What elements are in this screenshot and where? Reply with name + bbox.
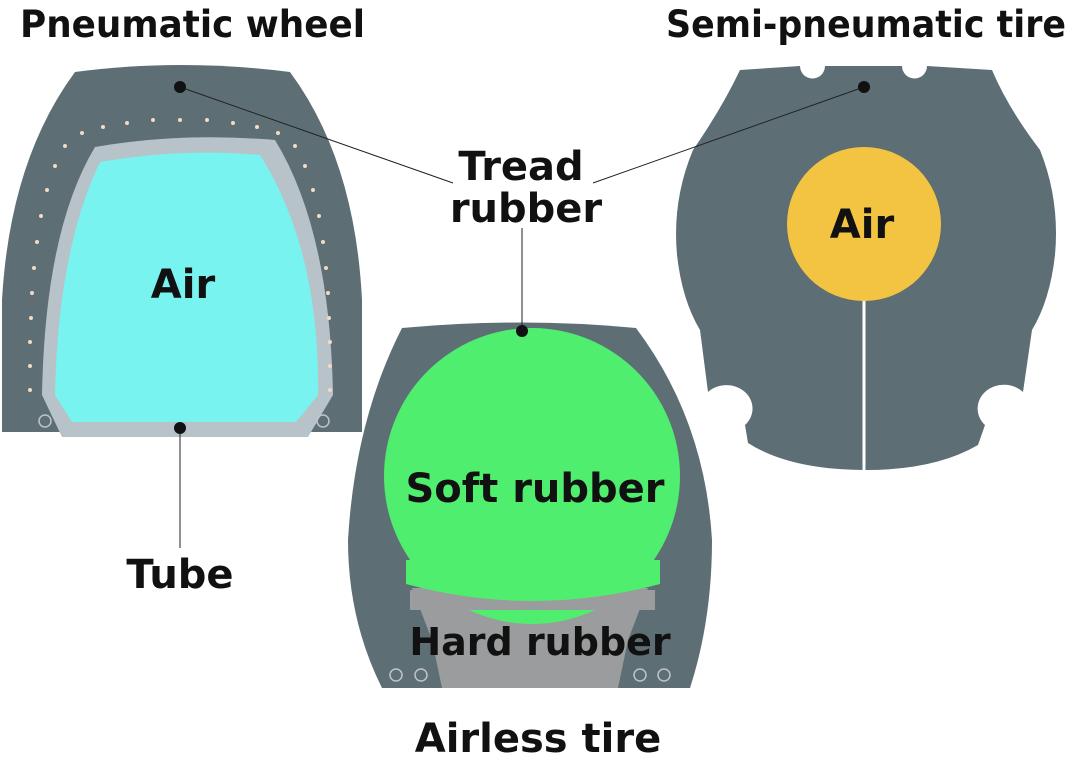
soft-rubber-label: Soft rubber (405, 466, 664, 512)
bead (276, 131, 280, 135)
airless-bead-ring (633, 668, 647, 682)
callout-leaders (174, 81, 870, 548)
bead (178, 118, 182, 122)
bead (317, 214, 321, 218)
title-airless-tire: Airless tire (415, 716, 661, 762)
semi-pneumatic-tire-diagram: Air (676, 66, 1056, 470)
bead (28, 340, 32, 344)
title-pneumatic-wheel: Pneumatic wheel (20, 3, 365, 46)
semi-pneumatic-air-core (787, 147, 941, 301)
bead (45, 188, 49, 192)
leader-pneumatic-tread (179, 86, 454, 184)
bead (326, 291, 330, 295)
pneumatic-air-label: Air (151, 262, 216, 308)
bead (328, 340, 332, 344)
title-semi-pneumatic-tire: Semi-pneumatic tire (666, 3, 1066, 46)
airless-bead-ring (657, 668, 671, 682)
bead (30, 291, 34, 295)
bead (231, 121, 235, 125)
pneumatic-reinforcement-beads (28, 118, 332, 392)
bead (32, 266, 36, 270)
airless-bead-ring (389, 668, 403, 682)
tube-marker (174, 422, 186, 434)
tread-rubber-label-line2: rubber (450, 186, 603, 232)
bead (80, 131, 84, 135)
bead (101, 125, 105, 129)
bead (255, 125, 259, 129)
bead (293, 144, 297, 148)
tread-marker-airless (516, 325, 528, 337)
bead (35, 240, 39, 244)
bead (28, 364, 32, 368)
airless-soft-rubber-bottom (406, 560, 660, 601)
airless-tire-diagram: Soft rubber Hard rubber (348, 322, 712, 688)
bead (321, 240, 325, 244)
airless-hard-rubber (412, 588, 648, 688)
airless-bead-ring (414, 668, 428, 682)
pneumatic-air-chamber (55, 152, 319, 422)
bead (63, 144, 67, 148)
bead (29, 316, 33, 320)
bead (303, 164, 307, 168)
bead (324, 266, 328, 270)
leader-semi-tread (592, 86, 865, 184)
bead (28, 388, 32, 392)
bead (53, 164, 57, 168)
bead (311, 188, 315, 192)
bead (328, 364, 332, 368)
bead (328, 388, 332, 392)
pneumatic-wheel-diagram: Air (2, 65, 362, 437)
tread-marker-pneumatic (174, 81, 186, 93)
bead (151, 118, 155, 122)
tread-marker-semi (858, 81, 870, 93)
bead (205, 118, 209, 122)
pneumatic-bead-ring-left (38, 414, 52, 428)
bead (39, 214, 43, 218)
bead (327, 316, 331, 320)
semi-pneumatic-air-label: Air (830, 202, 895, 248)
tread-rubber-label-line1: Tread (458, 144, 583, 190)
bead (125, 121, 129, 125)
pneumatic-bead-ring-right (316, 414, 330, 428)
airless-soft-rubber (384, 328, 680, 624)
tube-label: Tube (126, 552, 233, 598)
hard-rubber-label: Hard rubber (409, 620, 671, 664)
